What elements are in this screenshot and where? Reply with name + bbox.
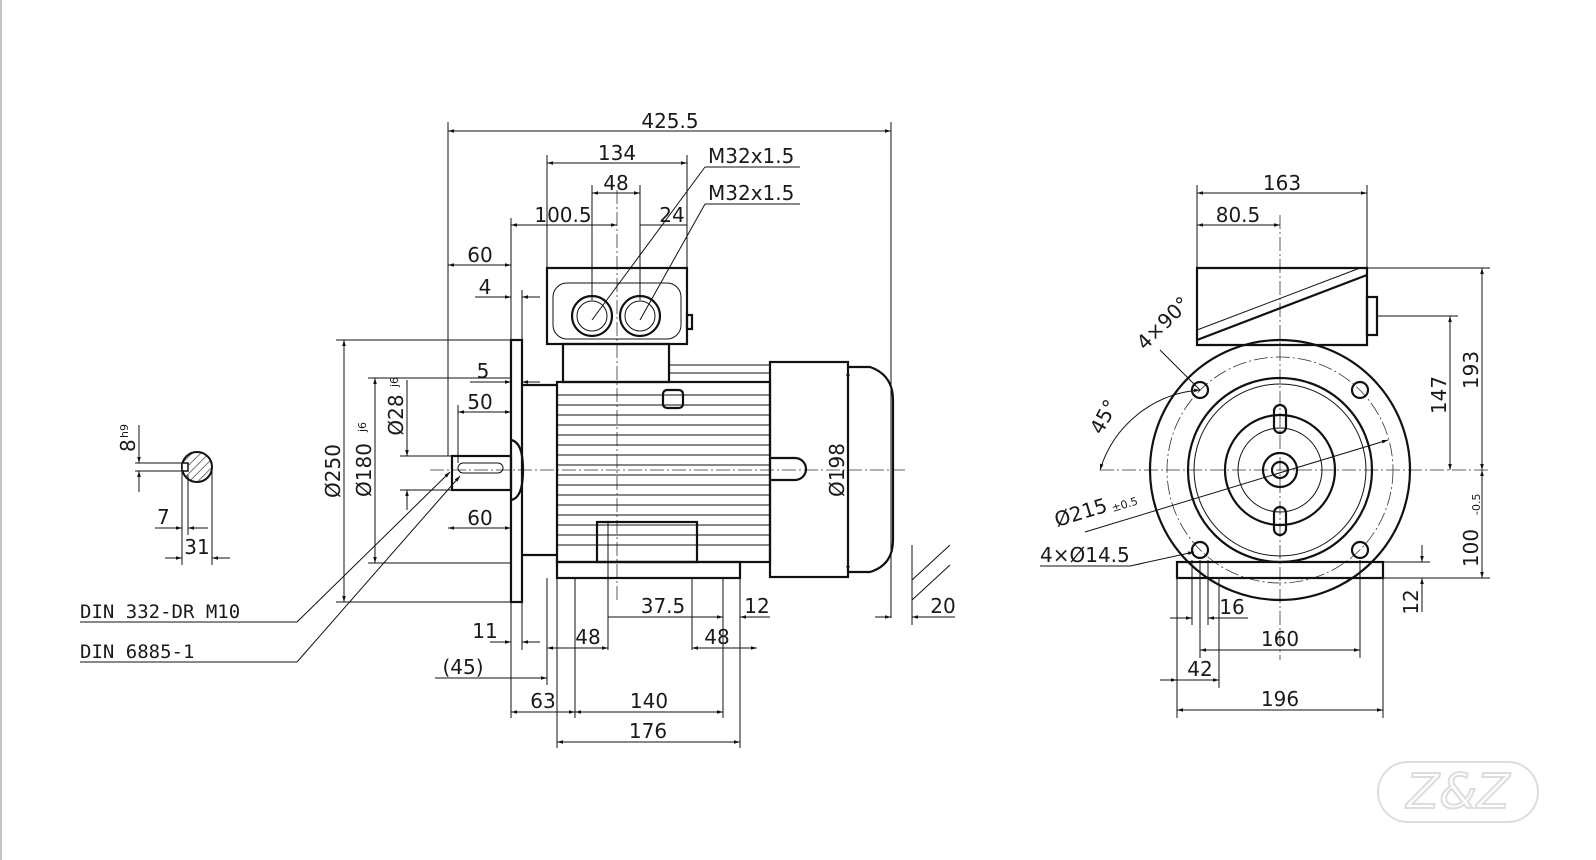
dim-12: 12 <box>744 594 769 618</box>
dim-key-length: 50 <box>467 390 492 414</box>
dim-140: 140 <box>630 689 668 713</box>
feet <box>555 560 742 580</box>
bolt-circle-tol: ±0.5 <box>1110 495 1139 515</box>
note-center-hole: DIN 332-DR M10 <box>80 601 240 623</box>
dim-foot-spacing: 160 <box>1261 627 1299 651</box>
dim-body-dia: Ø198 <box>825 443 849 497</box>
dim-foot-width: 196 <box>1261 687 1299 711</box>
dim-box-length: 134 <box>598 141 636 165</box>
dim-flange-dia: Ø250 <box>321 444 345 498</box>
dim-spigot: 5 <box>477 359 490 383</box>
earth-lug <box>770 456 808 482</box>
dim-11: 11 <box>472 619 497 643</box>
terminal-box-front <box>1195 266 1369 347</box>
shaft-height-tol: -0.5 <box>1470 494 1483 515</box>
dim-box-half: 80.5 <box>1216 203 1261 227</box>
shaft <box>450 454 513 492</box>
lifting-eye <box>661 388 685 410</box>
dim-48-left: 48 <box>575 625 600 649</box>
base-box <box>595 520 699 564</box>
front-view-dimensions: 163 80.5 193 147 100 -0.5 12 45° 4×90° Ø… <box>1040 171 1490 718</box>
cable-gland-1 <box>570 294 614 338</box>
dim-total-height: 193 <box>1459 351 1483 389</box>
dim-176: 176 <box>629 719 667 743</box>
dim-hole-pattern: 4×90° <box>1132 292 1195 355</box>
mounting-hole <box>1190 540 1210 560</box>
flange-outline <box>1148 338 1412 602</box>
gland-side <box>1365 295 1379 337</box>
side-view-dimensions: 425.5 134 48 100.5 24 60 4 M32x1.5 M32x1… <box>80 109 956 748</box>
dim-spigot-dia: Ø180 <box>352 443 376 497</box>
mounting-hole <box>1350 380 1370 400</box>
key-tol: h9 <box>118 424 131 438</box>
fan-cover-end <box>848 365 895 574</box>
side-view <box>430 190 905 604</box>
dim-flange-thickness: 4 <box>479 275 492 299</box>
dim-48-right: 48 <box>704 625 729 649</box>
dim-shaft-height: 100 <box>1459 529 1483 567</box>
spigot-tol: j6 <box>356 422 369 433</box>
shaft-height: 31 <box>184 535 209 559</box>
dim-holes: 4×Ø14.5 <box>1040 543 1130 567</box>
dim-box-height: 147 <box>1427 376 1451 414</box>
key-seat <box>181 462 189 472</box>
dim-flange-to-box: 100.5 <box>534 203 591 227</box>
dim-bolt-circle: Ø215 <box>1051 493 1110 532</box>
dim-42: 42 <box>1187 657 1212 681</box>
mounting-hole <box>1350 540 1370 560</box>
gland-2-label: M32x1.5 <box>708 181 794 205</box>
dim-37-5: 37.5 <box>641 594 686 618</box>
bearing-cap <box>510 438 525 502</box>
shaft-section: 8 h9 7 31 <box>116 424 230 565</box>
shaft-tol: j6 <box>388 377 401 388</box>
cable-gland-2 <box>618 294 662 338</box>
key-width: 8 <box>116 439 140 452</box>
dim-45: (45) <box>442 655 483 679</box>
dim-20: 20 <box>930 594 955 618</box>
dim-angle: 45° <box>1085 395 1123 438</box>
watermark-logo: Z&Z <box>1377 761 1539 823</box>
note-key: DIN 6885-1 <box>80 641 194 663</box>
dim-gland-spacing: 48 <box>603 171 628 195</box>
dim-shaft-dia: Ø28 <box>384 394 408 435</box>
dim-shaft-length-top: 60 <box>467 243 492 267</box>
key-slot <box>457 462 504 474</box>
dim-shaft-length-bottom: 60 <box>467 506 492 530</box>
front-view <box>1100 215 1490 660</box>
cooling-fins <box>557 364 770 546</box>
dim-foot-thickness: 12 <box>1399 589 1423 614</box>
flange <box>509 338 524 604</box>
dim-overall-length: 425.5 <box>641 109 698 133</box>
key-depth: 7 <box>157 505 170 529</box>
feet-front <box>1175 560 1385 580</box>
dim-box-width: 163 <box>1263 171 1301 195</box>
dim-63: 63 <box>530 689 555 713</box>
watermark-text: Z&Z <box>1404 764 1510 820</box>
gland-1-label: M32x1.5 <box>708 144 794 168</box>
bolt-circle <box>1166 356 1394 584</box>
dim-16: 16 <box>1219 595 1244 619</box>
